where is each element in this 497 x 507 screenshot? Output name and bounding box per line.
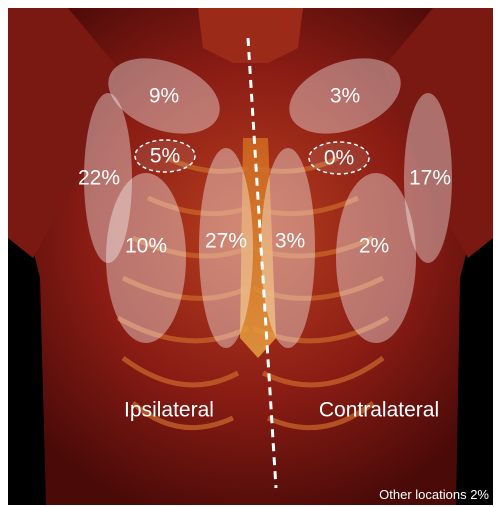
torso-illustration [8,8,493,505]
label-ipsilateral: Ipsilateral [124,400,214,421]
label-ipsi-lower-outer: 10% [125,236,167,257]
label-ipsi-axillary: 22% [78,168,120,189]
label-contra-axillary: 17% [409,168,451,189]
figure-frame: 9% 22% 5% 10% 27% 3% 3% 0% 17% 2% Ipsila… [8,8,493,505]
label-contra-lower-outer: 2% [359,236,389,257]
label-contra-central: 0% [324,148,354,169]
region-contra-lower-outer [336,173,416,343]
label-contra-upper-outer: 3% [330,86,360,107]
other-locations-note: Other locations 2% [379,487,489,502]
label-contralateral: Contralateral [319,400,439,421]
label-ipsi-parasternal: 27% [205,231,247,252]
label-contra-parasternal: 3% [275,231,305,252]
label-ipsi-upper-outer: 9% [149,86,179,107]
label-ipsi-central: 5% [150,146,180,167]
region-ipsi-lower-outer [106,173,186,343]
